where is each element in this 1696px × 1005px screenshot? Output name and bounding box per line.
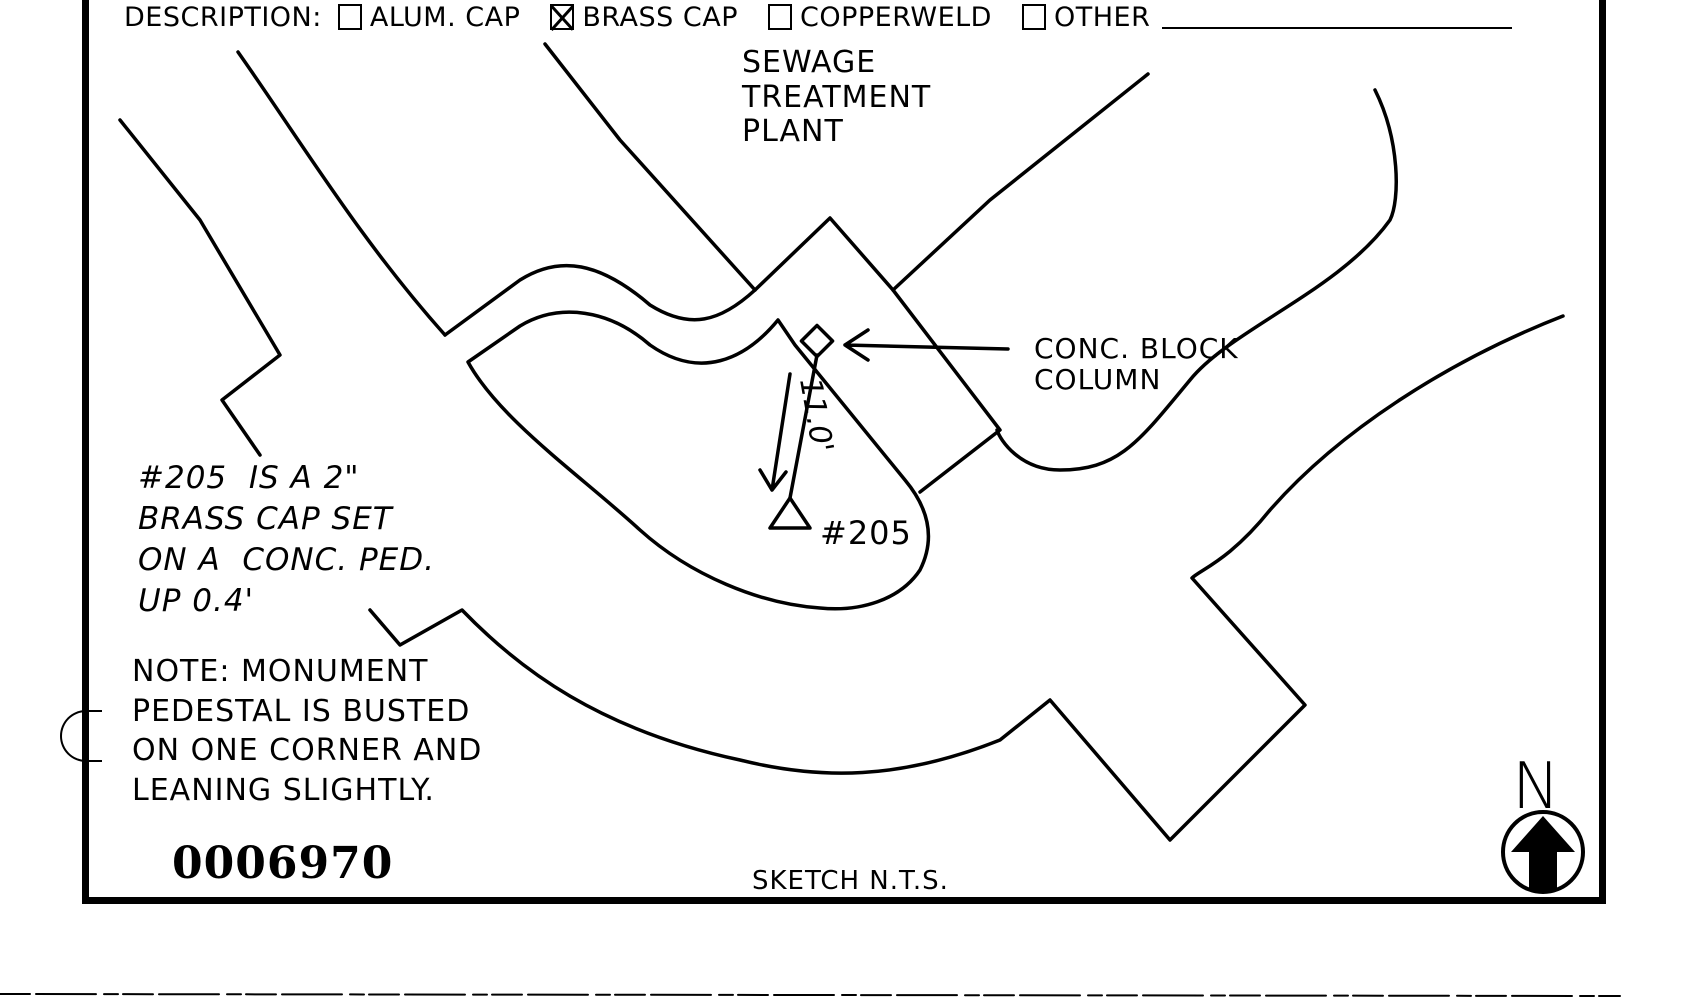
column-pointer-arrow: [843, 328, 1010, 362]
driveway-inner: [466, 310, 931, 611]
road-edge-upper-left: [118, 118, 282, 457]
scale-note: SKETCH N.T.S.: [752, 866, 949, 896]
sketch-frame: [82, 0, 1606, 904]
monument-description-note: #205 IS A 2" BRASS CAP SET ON A CONC. PE…: [138, 460, 435, 619]
monument-label: #205: [820, 514, 912, 552]
copperweld-label: COPPERWELD: [799, 1, 992, 33]
other-blank-line: [1162, 5, 1513, 29]
distance-arrow: [758, 372, 792, 492]
road-edge-left: [236, 50, 447, 337]
brass-cap-checkbox[interactable]: [550, 4, 575, 30]
north-label: N: [1512, 750, 1560, 824]
road-edge-upper: [543, 42, 757, 292]
description-label: DESCRIPTION:: [124, 1, 322, 33]
column-label: CONC. BLOCK COLUMN: [1034, 332, 1239, 396]
monument-triangle-icon: [768, 496, 812, 530]
plant-building: [753, 216, 1002, 494]
driveway-outer: [443, 263, 757, 337]
north-arrow-circle: [1501, 810, 1585, 894]
other-label: OTHER: [1053, 1, 1151, 33]
road-edge-upper-right: [891, 72, 1150, 292]
alum-cap-checkbox[interactable]: [337, 4, 362, 30]
page-tab-mark: [60, 710, 102, 762]
north-arrow-icon: [1511, 816, 1575, 890]
description-row: DESCRIPTION: ALUM. CAP BRASS CAP COPPERW…: [124, 0, 1540, 34]
road-edge-far-right: [368, 314, 1565, 842]
tie-line: [788, 353, 819, 500]
other-checkbox[interactable]: [1021, 4, 1046, 30]
copperweld-checkbox[interactable]: [767, 4, 792, 30]
page-bottom-edge: [0, 993, 1621, 997]
road-edge-right-curve: [995, 88, 1398, 472]
document-number: 0006970: [172, 838, 394, 889]
alum-cap-label: ALUM. CAP: [369, 1, 521, 33]
option-brass-cap[interactable]: BRASS CAP: [548, 2, 738, 33]
option-alum-cap[interactable]: ALUM. CAP: [336, 2, 521, 33]
option-copperweld[interactable]: COPPERWELD: [766, 2, 992, 33]
option-other[interactable]: OTHER: [1020, 1, 1513, 33]
monument-condition-note: NOTE: MONUMENT PEDESTAL IS BUSTED ON ONE…: [132, 654, 483, 808]
plant-label: SEWAGE TREATMENT PLANT: [742, 45, 932, 149]
conc-block-column: [799, 323, 835, 359]
brass-cap-label: BRASS CAP: [582, 1, 738, 33]
